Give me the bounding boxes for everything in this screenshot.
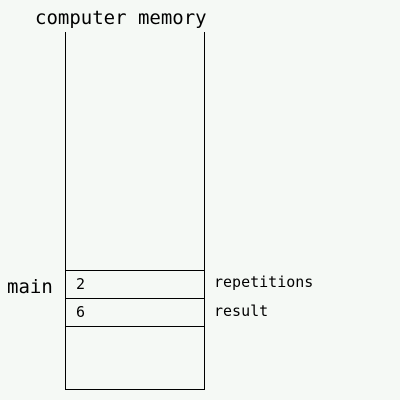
cell-value: 2 — [76, 275, 86, 293]
memory-cell-result: 6 — [65, 298, 205, 327]
diagram-title: computer memory — [35, 7, 207, 29]
cell-value: 6 — [76, 303, 86, 321]
memory-column — [65, 32, 205, 390]
variable-name-result: result — [214, 302, 269, 320]
frame-label-main: main — [7, 276, 53, 298]
variable-name-repetitions: repetitions — [214, 273, 314, 291]
memory-cell-repetitions: 2 — [65, 270, 205, 298]
